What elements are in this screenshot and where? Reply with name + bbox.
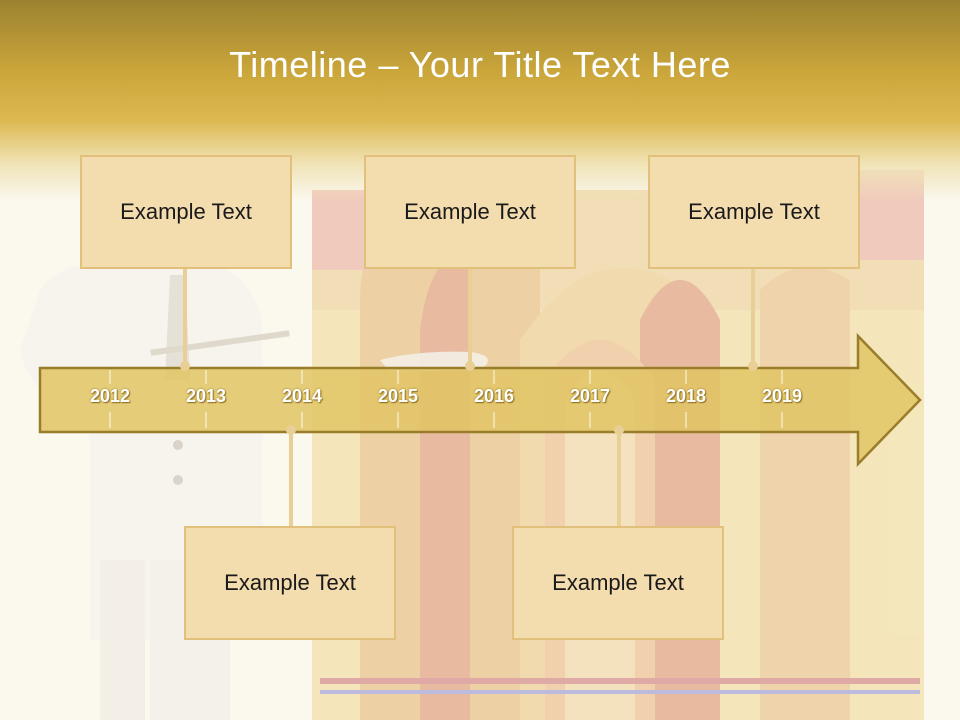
connector-dot <box>180 361 190 371</box>
timeline-box-top-1[interactable]: Example Text <box>80 155 292 269</box>
year-label-2018: 2018 <box>665 386 707 406</box>
connector-dot <box>465 361 475 371</box>
timeline-box-bottom-1[interactable]: Example Text <box>184 526 396 640</box>
year-label-2019: 2019 <box>761 386 803 406</box>
connector-line <box>617 430 621 528</box>
slide-title: Timeline – Your Title Text Here <box>229 44 731 85</box>
connector-line <box>468 268 472 366</box>
connector-line <box>183 268 187 366</box>
connector-dot <box>748 361 758 371</box>
year-label-2013: 2013 <box>185 386 227 406</box>
year-label-2012: 2012 <box>89 386 131 406</box>
year-label-2016: 2016 <box>473 386 515 406</box>
year-label-2014: 2014 <box>281 386 323 406</box>
year-label-2017: 2017 <box>569 386 611 406</box>
timeline-box-top-2[interactable]: Example Text <box>364 155 576 269</box>
connector-line <box>289 430 293 528</box>
timeline-box-bottom-2[interactable]: Example Text <box>512 526 724 640</box>
timeline-box-top-3[interactable]: Example Text <box>648 155 860 269</box>
connector-line <box>751 268 755 366</box>
year-label-2015: 2015 <box>377 386 419 406</box>
connector-dot <box>286 425 296 435</box>
connector-dot <box>614 425 624 435</box>
